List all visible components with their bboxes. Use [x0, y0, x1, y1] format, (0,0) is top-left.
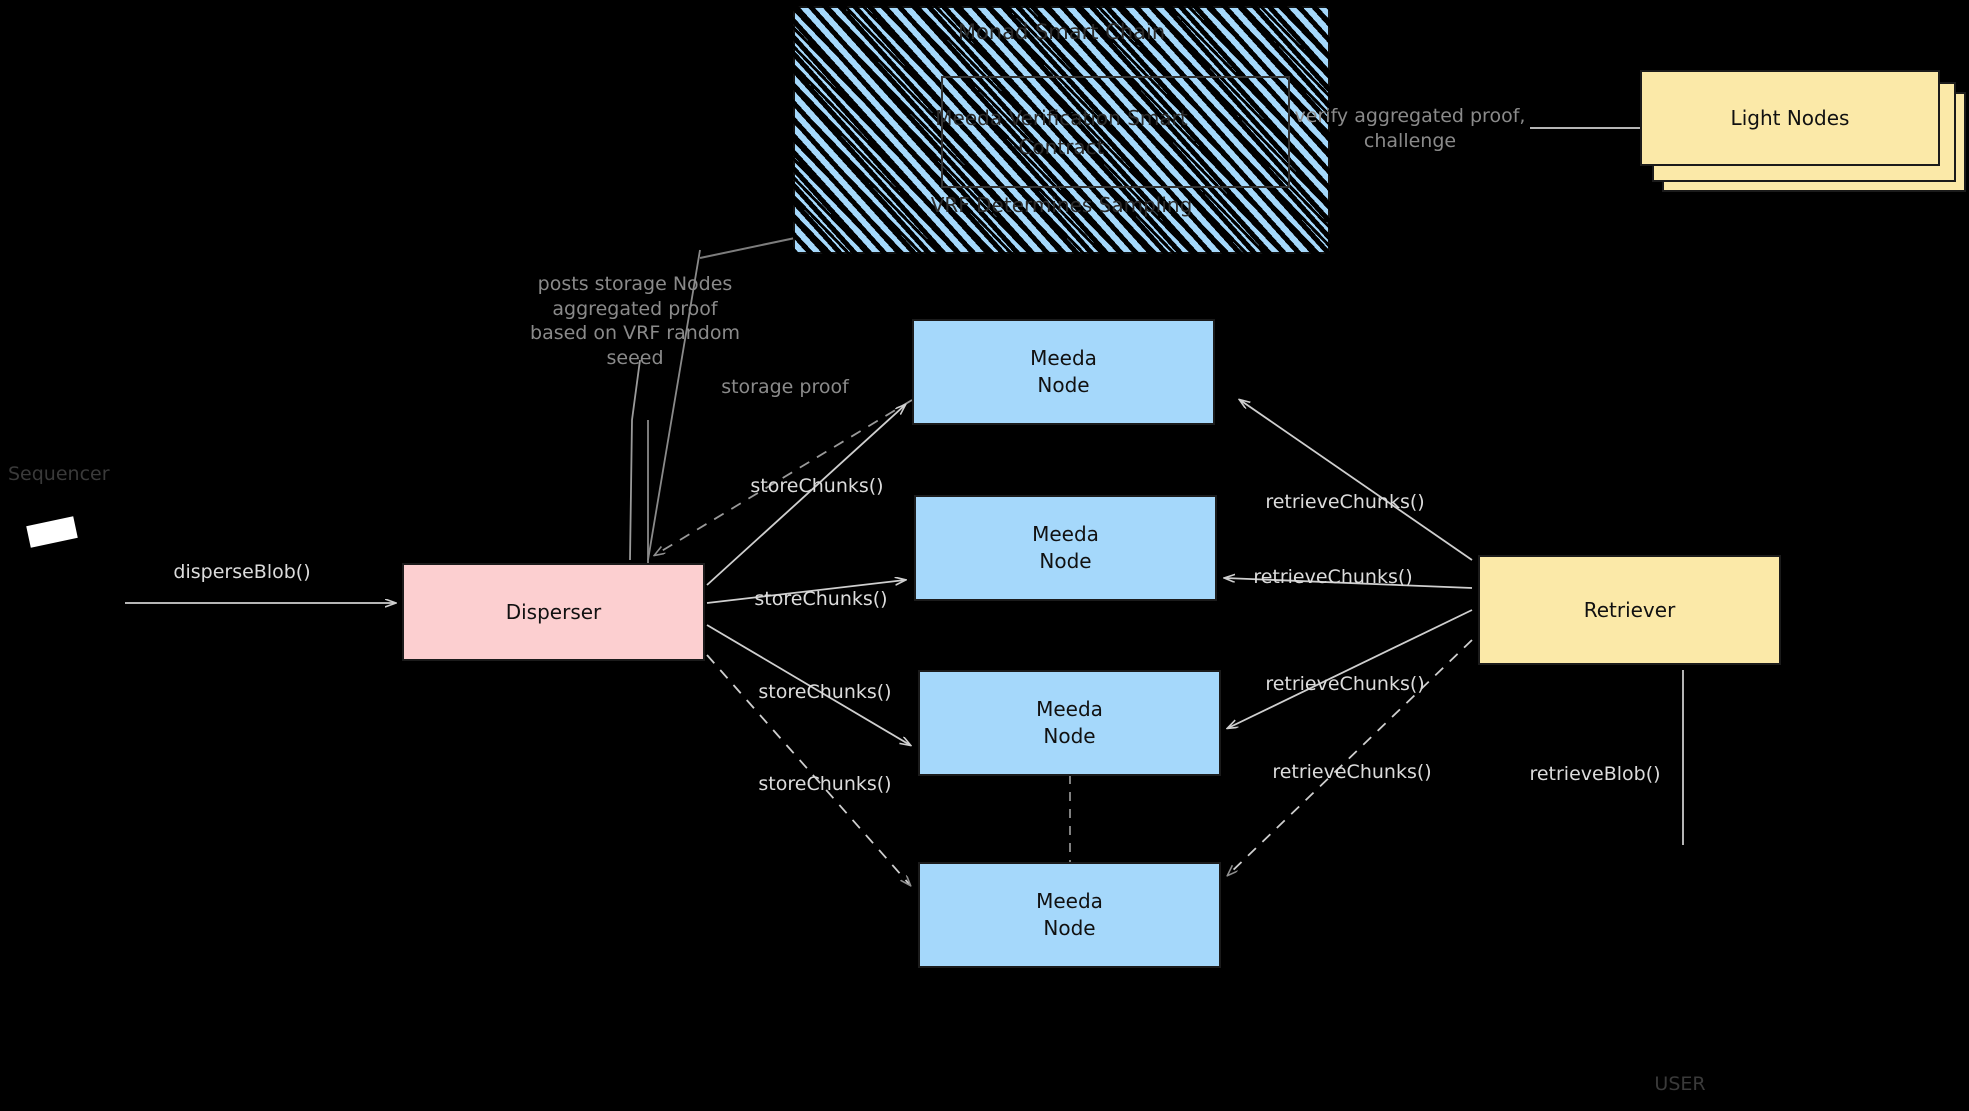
- retrieve-chunks-4-label: retrieveChunks(): [1272, 761, 1432, 783]
- sequencer-shape[interactable]: [26, 516, 78, 548]
- monad-smart-chain-box[interactable]: Monad Smart Chain Meeda Verification Sma…: [793, 6, 1330, 254]
- retrieve-chunks-3-label: retrieveChunks(): [1265, 673, 1425, 695]
- posts-proof-label: posts storage Nodes aggregated proof bas…: [530, 273, 740, 370]
- retriever-box[interactable]: Retriever: [1478, 555, 1781, 665]
- light-nodes-box[interactable]: Light Nodes: [1640, 70, 1940, 166]
- disperse-blob-label: disperseBlob(): [173, 561, 311, 583]
- light-nodes-stack[interactable]: Light Nodes: [1640, 70, 1969, 192]
- retrieve-chunks-1-label: retrieveChunks(): [1265, 491, 1425, 513]
- hatch-overlay: [793, 6, 1330, 254]
- store-chunks-4-label: storeChunks(): [758, 773, 892, 795]
- meeda-node-1-box[interactable]: Meeda Node: [912, 319, 1215, 425]
- chain-inner-text: Meeda Verification Smart Contract VRF De…: [930, 106, 1193, 217]
- sequencer-label: Sequencer: [8, 463, 110, 485]
- retrieve-blob-label: retrieveBlob(): [1529, 763, 1661, 785]
- meeda-node-3-box[interactable]: Meeda Node: [918, 670, 1221, 776]
- retrieve-chunks-2-label: retrieveChunks(): [1253, 566, 1413, 588]
- store-chunks-3-label: storeChunks(): [758, 681, 892, 703]
- store-chunks-1-label: storeChunks(): [750, 475, 884, 497]
- user-label: USER: [1654, 1073, 1706, 1095]
- verification-contract-inner-box: [941, 76, 1290, 188]
- disperser-box[interactable]: Disperser: [402, 563, 705, 661]
- chain-title: Monad Smart Chain: [957, 20, 1166, 44]
- storage-proof-label: storage proof: [721, 376, 849, 398]
- verify-proof-label: verify aggregated proof, challenge: [1294, 105, 1526, 152]
- store-chunks-2-label: storeChunks(): [754, 588, 888, 610]
- meeda-node-4-box[interactable]: Meeda Node: [918, 862, 1221, 968]
- meeda-node-2-box[interactable]: Meeda Node: [914, 495, 1217, 601]
